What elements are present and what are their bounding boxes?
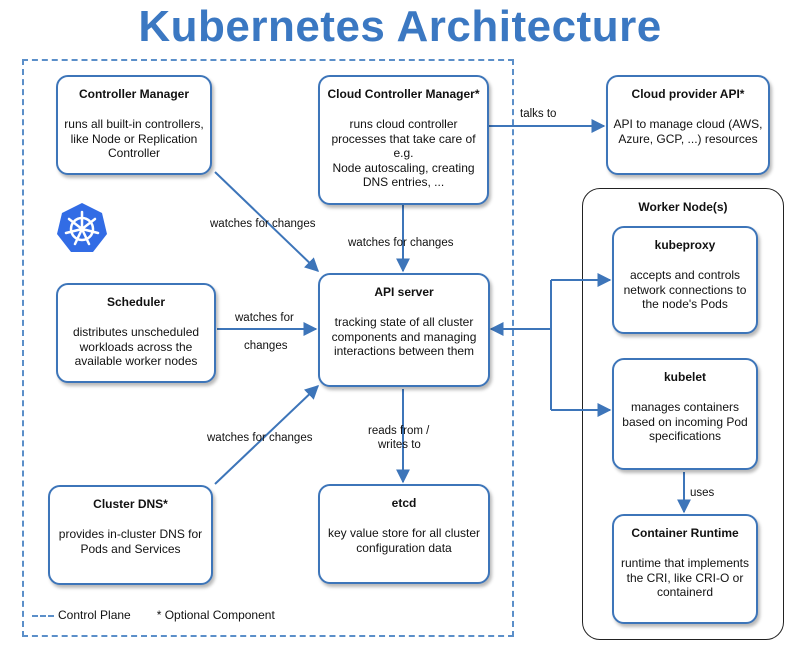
- cloud-controller-manager-title: Cloud Controller Manager*: [327, 87, 480, 101]
- cloud-provider-api-title: Cloud provider API*: [631, 87, 745, 101]
- controller-manager-desc: runs all built-in controllers, like Node…: [64, 117, 204, 161]
- etcd-desc: key value store for all cluster configur…: [327, 526, 481, 555]
- scheduler-box: Scheduler distributes unscheduled worklo…: [56, 283, 216, 383]
- edge-label-reads-writes-2: writes to: [378, 439, 421, 451]
- edge-controller-manager-api: [214, 171, 320, 272]
- kubeproxy-box: kubeproxy accepts and controls network c…: [612, 226, 758, 334]
- cloud-controller-manager-desc: runs cloud controller processes that tak…: [331, 117, 476, 189]
- controller-manager-box: Controller Manager runs all built-in con…: [56, 75, 212, 175]
- worker-node-title: Worker Node(s): [638, 200, 728, 214]
- controller-manager-title: Controller Manager: [78, 87, 189, 101]
- edge-label-uses: uses: [690, 487, 715, 499]
- kubelet-desc: manages containers based on incoming Pod…: [622, 400, 748, 444]
- kubelet-title: kubelet: [663, 370, 706, 384]
- scheduler-title: Scheduler: [106, 295, 166, 309]
- edge-label-sched-watches-1: watches for: [235, 312, 294, 324]
- legend-optional: * Optional Component: [156, 608, 275, 622]
- cloud-controller-manager-box: Cloud Controller Manager* runs cloud con…: [318, 75, 489, 205]
- cloud-provider-api-box: Cloud provider API* API to manage cloud …: [606, 75, 770, 175]
- kubernetes-logo-icon: [57, 203, 107, 252]
- legend-control-plane: Control Plane: [58, 608, 131, 622]
- edge-label-dns-watches: watches for changes: [207, 432, 313, 444]
- edge-label-talks-to: talks to: [520, 108, 557, 120]
- diagram-title: Kubernetes Architecture: [138, 2, 662, 51]
- cluster-dns-box: Cluster DNS* provides in-cluster DNS for…: [48, 485, 213, 585]
- container-runtime-desc: runtime that implements the CRI, like CR…: [620, 556, 750, 600]
- cluster-dns-title: Cluster DNS*: [93, 497, 168, 511]
- edge-dns-api: [214, 385, 320, 485]
- control-plane-boundary: [22, 59, 514, 637]
- edge-label-sched-watches-2: changes: [244, 340, 288, 352]
- kubeproxy-desc: accepts and controls network connections…: [623, 268, 747, 312]
- cluster-dns-desc: provides in-cluster DNS for Pods and Ser…: [58, 527, 203, 556]
- etcd-title: etcd: [391, 496, 417, 510]
- cloud-provider-api-desc: API to manage cloud (AWS, Azure, GCP, ..…: [613, 117, 763, 146]
- api-server-desc: tracking state of all cluster components…: [331, 315, 477, 359]
- etcd-box: etcd key value store for all cluster con…: [318, 484, 490, 584]
- worker-node-boundary: [582, 188, 784, 640]
- kubeproxy-title: kubeproxy: [654, 238, 716, 252]
- container-runtime-box: Container Runtime runtime that implement…: [612, 514, 758, 624]
- api-server-box: API server tracking state of all cluster…: [318, 273, 490, 387]
- legend-dash-swatch: [32, 614, 54, 617]
- container-runtime-title: Container Runtime: [631, 526, 739, 540]
- legend: Control Plane * Optional Component: [32, 608, 275, 622]
- api-server-title: API server: [374, 285, 434, 299]
- edge-label-ccm-watches: watches for changes: [348, 237, 454, 249]
- edge-label-cm-watches: watches for changes: [210, 218, 316, 230]
- edge-label-reads-writes-1: reads from /: [368, 425, 430, 437]
- scheduler-desc: distributes unscheduled workloads across…: [72, 325, 200, 369]
- kubelet-box: kubelet manages containers based on inco…: [612, 358, 758, 470]
